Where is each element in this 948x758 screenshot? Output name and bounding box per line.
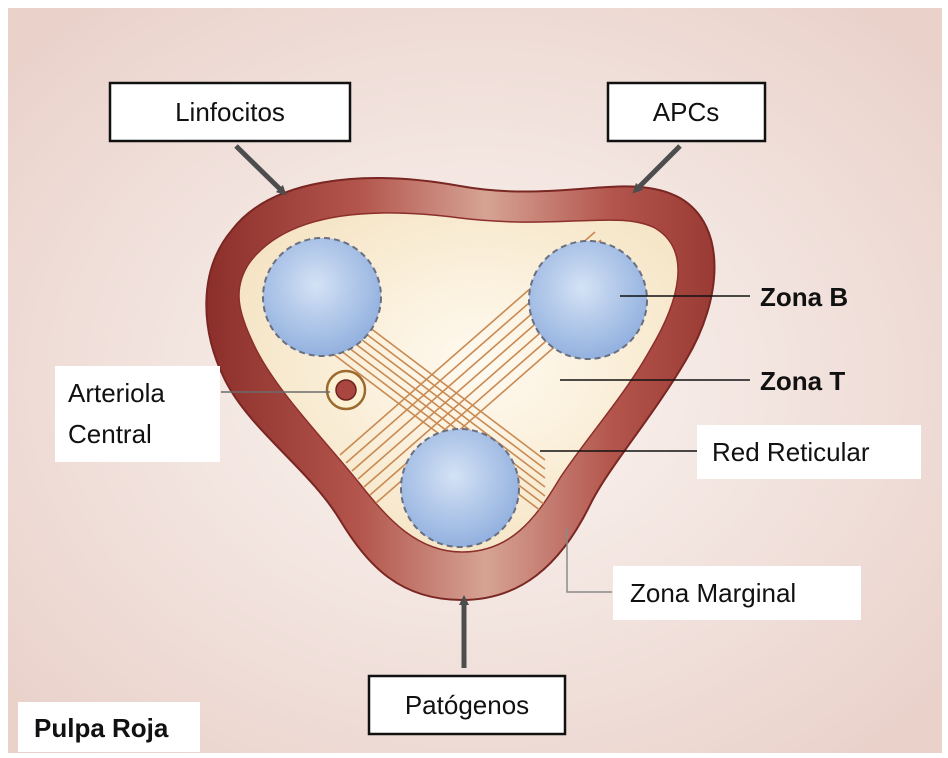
arteriola-label-line1: Arteriola (68, 378, 165, 408)
patogenos-label: Patógenos (405, 690, 529, 720)
arteriola-label-line2: Central (68, 419, 152, 449)
b-follicle-left (263, 238, 381, 356)
zona-marginal-label: Zona Marginal (630, 578, 796, 608)
red-reticular-label: Red Reticular (712, 437, 870, 467)
apcs-label: APCs (653, 97, 719, 127)
b-follicle-right (529, 241, 647, 359)
pulpa-roja-label: Pulpa Roja (34, 713, 169, 743)
zona-t-label: Zona T (760, 366, 845, 396)
b-follicle-bottom (401, 429, 519, 547)
central-arteriole-lumen (336, 380, 356, 400)
zona-b-label: Zona B (760, 282, 848, 312)
linfocitos-label: Linfocitos (175, 97, 285, 127)
